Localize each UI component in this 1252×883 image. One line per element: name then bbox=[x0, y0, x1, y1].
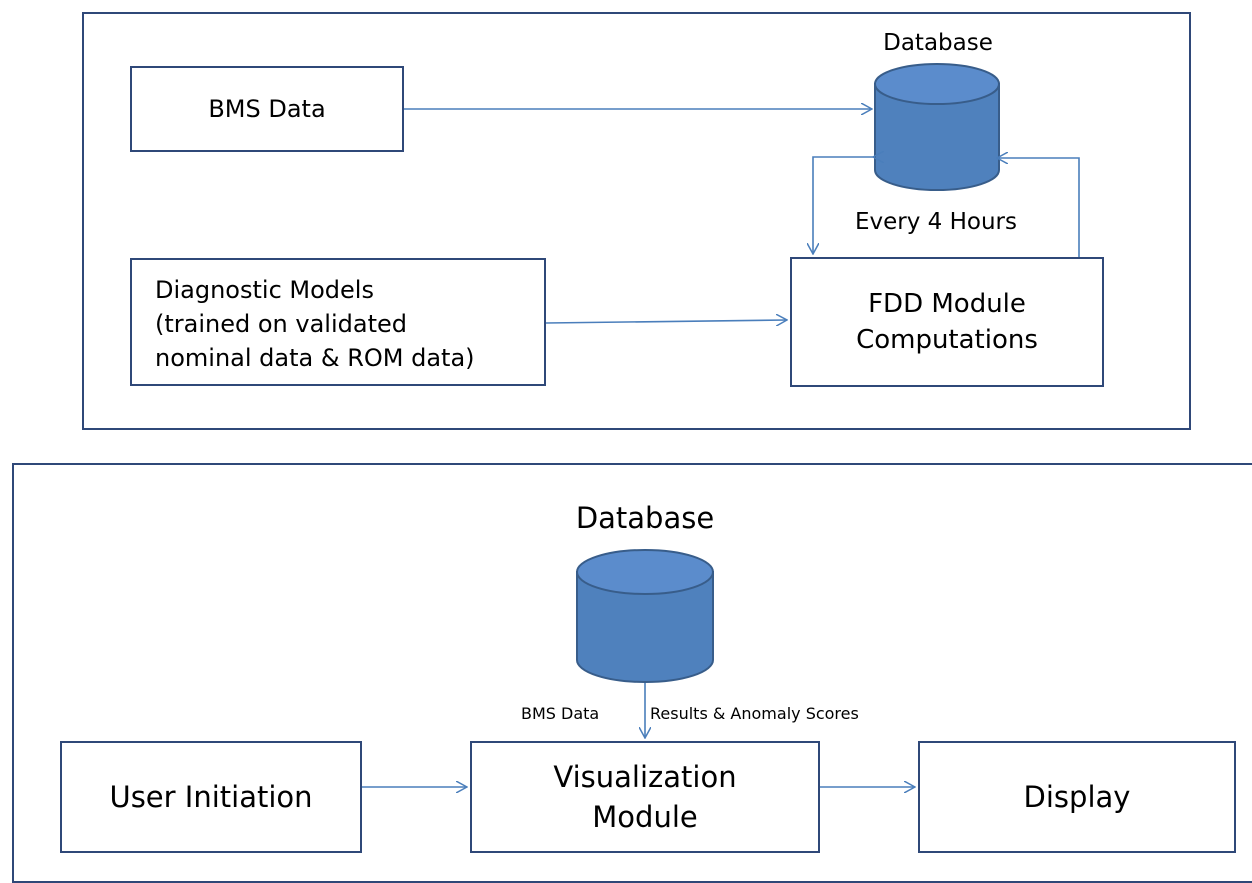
diagnostic-models-line-1: Diagnostic Models bbox=[155, 276, 374, 304]
diagnostic-models-line-2: (trained on validated bbox=[155, 310, 407, 338]
fdd-module-box: FDD Module Computations bbox=[790, 257, 1104, 387]
display-box: Display bbox=[918, 741, 1236, 853]
bms-data-box: BMS Data bbox=[130, 66, 404, 152]
bottom-database-label: Database bbox=[575, 501, 715, 535]
fdd-module-line-2: Computations bbox=[856, 325, 1038, 355]
top-database-label: Database bbox=[883, 30, 993, 56]
display-box-label: Display bbox=[1023, 780, 1131, 814]
top-panel bbox=[82, 12, 1191, 430]
bms-data-box-label: BMS Data bbox=[208, 95, 326, 123]
user-initiation-box: User Initiation bbox=[60, 741, 362, 853]
visualization-module-box: Visualization Module bbox=[470, 741, 820, 853]
user-initiation-box-label: User Initiation bbox=[109, 780, 313, 814]
diagnostic-models-box: Diagnostic Models (trained on validated … bbox=[130, 258, 546, 386]
visualization-module-line-2: Module bbox=[592, 800, 698, 834]
results-anomaly-label: Results & Anomaly Scores bbox=[650, 704, 859, 723]
diagnostic-models-line-3: nominal data & ROM data) bbox=[155, 344, 475, 372]
bms-data-flow-label: BMS Data bbox=[521, 704, 600, 723]
fdd-module-line-1: FDD Module bbox=[868, 289, 1026, 319]
every-4-hours-label: Every 4 Hours bbox=[855, 209, 1017, 235]
visualization-module-line-1: Visualization bbox=[553, 760, 737, 794]
